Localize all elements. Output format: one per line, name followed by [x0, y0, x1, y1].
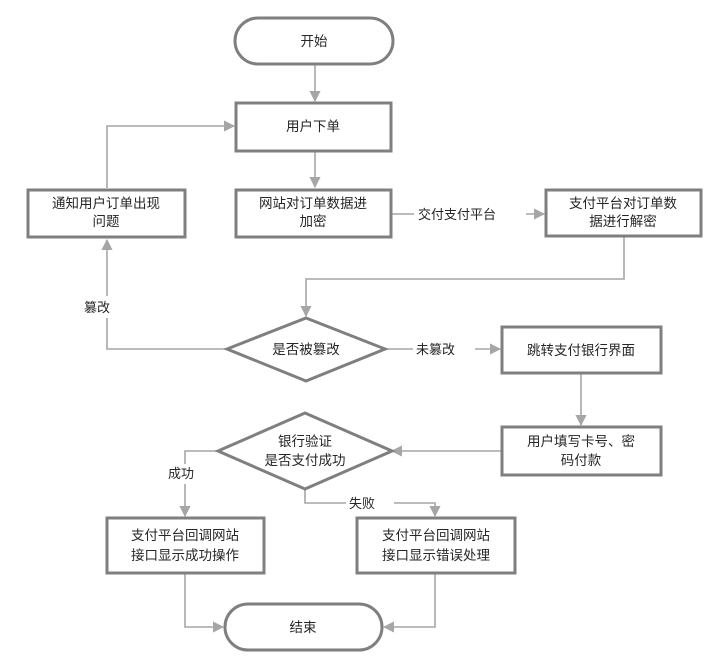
notify-user-box [26, 188, 187, 239]
edge-label-bg-tampered [80, 296, 132, 318]
bank-verify-decision [214, 411, 396, 491]
edge-error-to-end [382, 573, 436, 633]
encrypt-label-line1: 网站对订单数据进 [259, 196, 367, 212]
end-terminal [223, 602, 384, 652]
edge-label-failure: 失败 [349, 497, 375, 512]
edge-label-bg-failure [346, 494, 394, 512]
tampered-decision [222, 316, 390, 383]
encrypt-label-line2: 加密 [300, 213, 327, 230]
decrypt-box [544, 188, 703, 238]
success-callback-label-line2: 接口显示成功操作 [131, 547, 239, 564]
place-order-box [234, 101, 393, 153]
bank-verify-label-line1: 银行验证 [278, 434, 332, 450]
fill-card-label-line1: 用户填写卡号、密 [527, 433, 635, 450]
edge-label-bg-not-tampered [413, 339, 475, 359]
notify-label-line2: 问题 [93, 214, 120, 230]
edge-label-bg-success [164, 464, 208, 484]
place-order-label: 用户下单 [286, 118, 340, 135]
bank-page-box [500, 325, 663, 375]
edge-label-bg-platform [414, 204, 526, 224]
edge-label-to-platform: 交付支付平台 [418, 207, 496, 223]
decrypt-label-line2: 据进行解密 [589, 213, 657, 230]
edge-label-tampered: 篡改 [84, 300, 110, 316]
edge-notify-to-order [106, 120, 236, 188]
tampered-decision-label: 是否被篡改 [272, 341, 340, 358]
fill-card-box [500, 425, 663, 477]
fill-card-label-line2: 码付款 [561, 453, 602, 469]
success-callback-box [105, 516, 266, 575]
edge-label-not-tampered: 未篡改 [416, 342, 455, 358]
end-label: 结束 [290, 620, 317, 636]
error-callback-label-line1: 支付平台回调网站 [382, 528, 490, 544]
notify-label-line1: 通知用户订单出现 [52, 195, 160, 212]
decrypt-label-line1: 支付平台对订单数 [569, 196, 677, 212]
edge-label-success: 成功 [168, 467, 194, 482]
edge-verify-success [179, 450, 218, 518]
error-callback-label-line2: 接口显示错误处理 [382, 547, 490, 564]
start-label: 开始 [301, 34, 328, 50]
bank-page-label: 跳转支付银行界面 [527, 343, 635, 359]
edge-check-to-notify [101, 238, 227, 350]
success-callback-label-line1: 支付平台回调网站 [131, 528, 239, 544]
encrypt-box [234, 188, 393, 239]
start-terminal [233, 16, 395, 66]
edge-decrypt-to-check [300, 236, 625, 318]
bank-verify-label-line2: 是否支付成功 [265, 453, 346, 469]
edge-success-to-end [184, 573, 225, 633]
error-callback-box [355, 516, 517, 575]
